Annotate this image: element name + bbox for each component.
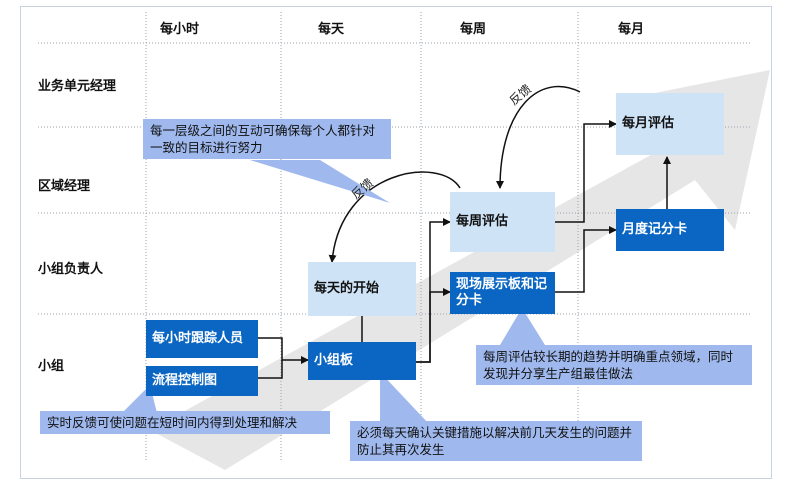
- callout-realtime: 实时反馈可使问题在短时间内得到处理和解决: [40, 411, 330, 434]
- daily-start-box: 每天的开始: [308, 262, 416, 316]
- progress-arrow-shape: [150, 70, 770, 470]
- monthly-review-box: 每月评估: [616, 93, 724, 155]
- row-header-team-leader: 小组负责人: [38, 262, 104, 277]
- col-header-hourly: 每小时: [160, 22, 200, 37]
- connectors: [258, 85, 671, 379]
- hourly-tracker-box: 每小时跟踪人员: [146, 320, 258, 358]
- monthly-scorecard-box: 月度记分卡: [616, 209, 724, 251]
- board-scorecard-box: 现场展示板和记分卡: [450, 272, 555, 314]
- team-board-box: 小组板: [308, 342, 416, 380]
- callout-alignment: 每一层级之间的互动可确保每个人都针对一致的目标进行努力: [143, 119, 391, 159]
- callout-daily-confirm: 必须每天确认关键措施以解决前几天发生的问题并防止其再次发生: [350, 421, 642, 461]
- callout-weekly-trend: 每周评估较长期的趋势并明确重点领域，同时发现并分享生产组最佳做法: [476, 345, 752, 385]
- row-header-team: 小组: [38, 359, 65, 374]
- col-header-monthly: 每月: [618, 22, 645, 37]
- row-header-bu-manager: 业务单元经理: [38, 79, 117, 94]
- process-chart-box: 流程控制图: [146, 366, 258, 396]
- weekly-review-box: 每周评估: [450, 192, 555, 252]
- diagram-frame: [20, 6, 772, 479]
- row-header-area-manager: 区域经理: [38, 179, 91, 194]
- col-header-weekly: 每周: [460, 22, 487, 37]
- col-header-daily: 每天: [318, 22, 345, 37]
